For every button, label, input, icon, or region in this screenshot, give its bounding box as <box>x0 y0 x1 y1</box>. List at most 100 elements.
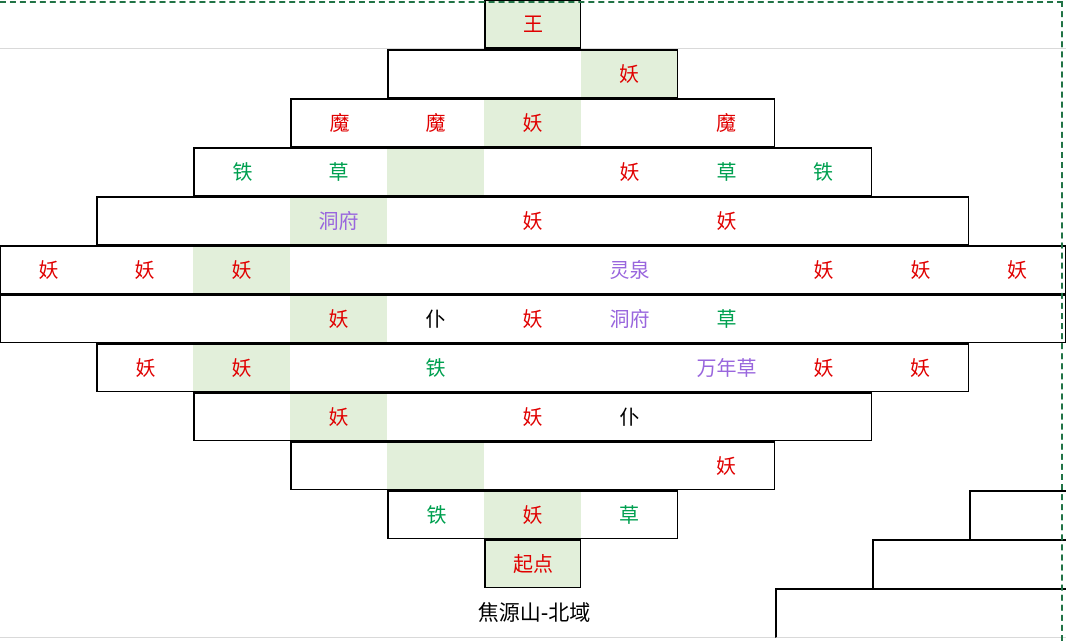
grid-cell[interactable] <box>775 0 873 49</box>
grid-cell[interactable]: 妖 <box>484 294 582 344</box>
grid-cell[interactable] <box>0 588 97 638</box>
grid-cell[interactable]: 妖 <box>290 392 388 442</box>
grid-cell[interactable]: 铁 <box>387 343 485 393</box>
grid-cell[interactable] <box>969 98 1066 148</box>
grid-cell[interactable]: 万年草 <box>678 343 776 393</box>
grid-cell[interactable] <box>775 490 873 540</box>
grid-cell[interactable] <box>872 98 970 148</box>
grid-cell[interactable] <box>96 588 194 638</box>
grid-cell[interactable] <box>484 147 582 197</box>
grid-cell[interactable] <box>96 441 194 491</box>
grid-cell[interactable] <box>969 588 1066 638</box>
grid-cell[interactable] <box>0 294 97 344</box>
grid-cell[interactable] <box>290 0 388 49</box>
grid-cell[interactable] <box>290 441 388 491</box>
grid-cell[interactable] <box>969 539 1066 589</box>
grid-cell[interactable] <box>290 49 388 99</box>
grid-cell[interactable]: 妖 <box>775 343 873 393</box>
grid-cell[interactable] <box>193 49 291 99</box>
grid-cell[interactable] <box>775 49 873 99</box>
grid-cell[interactable] <box>387 441 485 491</box>
grid-cell[interactable]: 妖 <box>484 392 582 442</box>
grid-cell[interactable]: 灵泉 <box>581 245 679 295</box>
grid-cell[interactable] <box>484 343 582 393</box>
grid-cell[interactable] <box>872 588 970 638</box>
grid-cell[interactable] <box>387 245 485 295</box>
grid-cell[interactable]: 妖 <box>193 245 291 295</box>
grid-cell[interactable] <box>484 49 582 99</box>
grid-cell[interactable]: 草 <box>581 490 679 540</box>
grid-cell[interactable]: 魔 <box>387 98 485 148</box>
grid-cell[interactable] <box>678 0 776 49</box>
grid-cell[interactable] <box>969 343 1066 393</box>
grid-cell[interactable] <box>0 392 97 442</box>
grid-cell[interactable] <box>193 490 291 540</box>
grid-cell[interactable] <box>678 539 776 589</box>
grid-cell[interactable] <box>0 98 97 148</box>
grid-cell[interactable] <box>969 392 1066 442</box>
grid-cell[interactable] <box>872 539 970 589</box>
grid-cell[interactable]: 铁 <box>387 490 485 540</box>
grid-cell[interactable] <box>193 588 291 638</box>
grid-cell[interactable]: 仆 <box>581 392 679 442</box>
grid-cell[interactable] <box>678 588 776 638</box>
grid-cell[interactable]: 王 <box>484 0 582 49</box>
grid-cell[interactable] <box>775 588 873 638</box>
grid-cell[interactable] <box>0 147 97 197</box>
grid-cell[interactable] <box>872 196 970 246</box>
grid-cell[interactable]: 草 <box>678 147 776 197</box>
grid-cell[interactable] <box>387 588 485 638</box>
grid-cell[interactable] <box>775 98 873 148</box>
grid-cell[interactable] <box>678 490 776 540</box>
grid-cell[interactable]: 铁 <box>193 147 291 197</box>
grid-cell[interactable] <box>290 490 388 540</box>
grid-cell[interactable] <box>96 147 194 197</box>
grid-cell[interactable]: 魔 <box>290 98 388 148</box>
grid-cell[interactable] <box>678 49 776 99</box>
grid-cell[interactable] <box>387 0 485 49</box>
grid-cell[interactable] <box>290 539 388 589</box>
grid-cell[interactable] <box>96 392 194 442</box>
grid-cell[interactable] <box>775 441 873 491</box>
grid-cell[interactable] <box>96 98 194 148</box>
grid-cell[interactable]: 妖 <box>96 343 194 393</box>
grid-cell[interactable] <box>193 441 291 491</box>
grid-cell[interactable]: 草 <box>678 294 776 344</box>
grid-cell[interactable] <box>193 196 291 246</box>
grid-cell[interactable]: 洞府 <box>581 294 679 344</box>
grid-cell[interactable] <box>96 49 194 99</box>
grid-cell[interactable] <box>775 392 873 442</box>
grid-cell[interactable] <box>387 147 485 197</box>
grid-cell[interactable] <box>775 539 873 589</box>
grid-cell[interactable] <box>581 196 679 246</box>
grid-cell[interactable]: 妖 <box>96 245 194 295</box>
grid-cell[interactable] <box>581 98 679 148</box>
grid-cell[interactable] <box>969 147 1066 197</box>
grid-cell[interactable] <box>969 490 1066 540</box>
grid-cell[interactable]: 妖 <box>484 196 582 246</box>
grid-cell[interactable] <box>96 539 194 589</box>
grid-cell[interactable] <box>969 196 1066 246</box>
grid-cell[interactable] <box>775 196 873 246</box>
grid-cell[interactable] <box>872 294 970 344</box>
grid-cell[interactable] <box>969 0 1066 49</box>
grid-cell[interactable]: 妖 <box>0 245 97 295</box>
grid-cell[interactable] <box>872 0 970 49</box>
grid-cell[interactable] <box>581 588 679 638</box>
grid-cell[interactable] <box>387 392 485 442</box>
grid-cell[interactable] <box>969 294 1066 344</box>
grid-cell[interactable] <box>96 294 194 344</box>
grid-cell[interactable]: 妖 <box>969 245 1066 295</box>
grid-cell[interactable] <box>581 539 679 589</box>
grid-cell[interactable] <box>96 0 194 49</box>
grid-cell[interactable]: 草 <box>290 147 388 197</box>
grid-cell[interactable] <box>387 539 485 589</box>
grid-cell[interactable] <box>193 539 291 589</box>
grid-cell[interactable] <box>872 490 970 540</box>
grid-cell[interactable] <box>387 196 485 246</box>
grid-cell[interactable] <box>775 294 873 344</box>
grid-cell[interactable] <box>290 343 388 393</box>
grid-cell[interactable]: 妖 <box>872 343 970 393</box>
grid-cell[interactable] <box>969 49 1066 99</box>
grid-cell[interactable] <box>872 392 970 442</box>
